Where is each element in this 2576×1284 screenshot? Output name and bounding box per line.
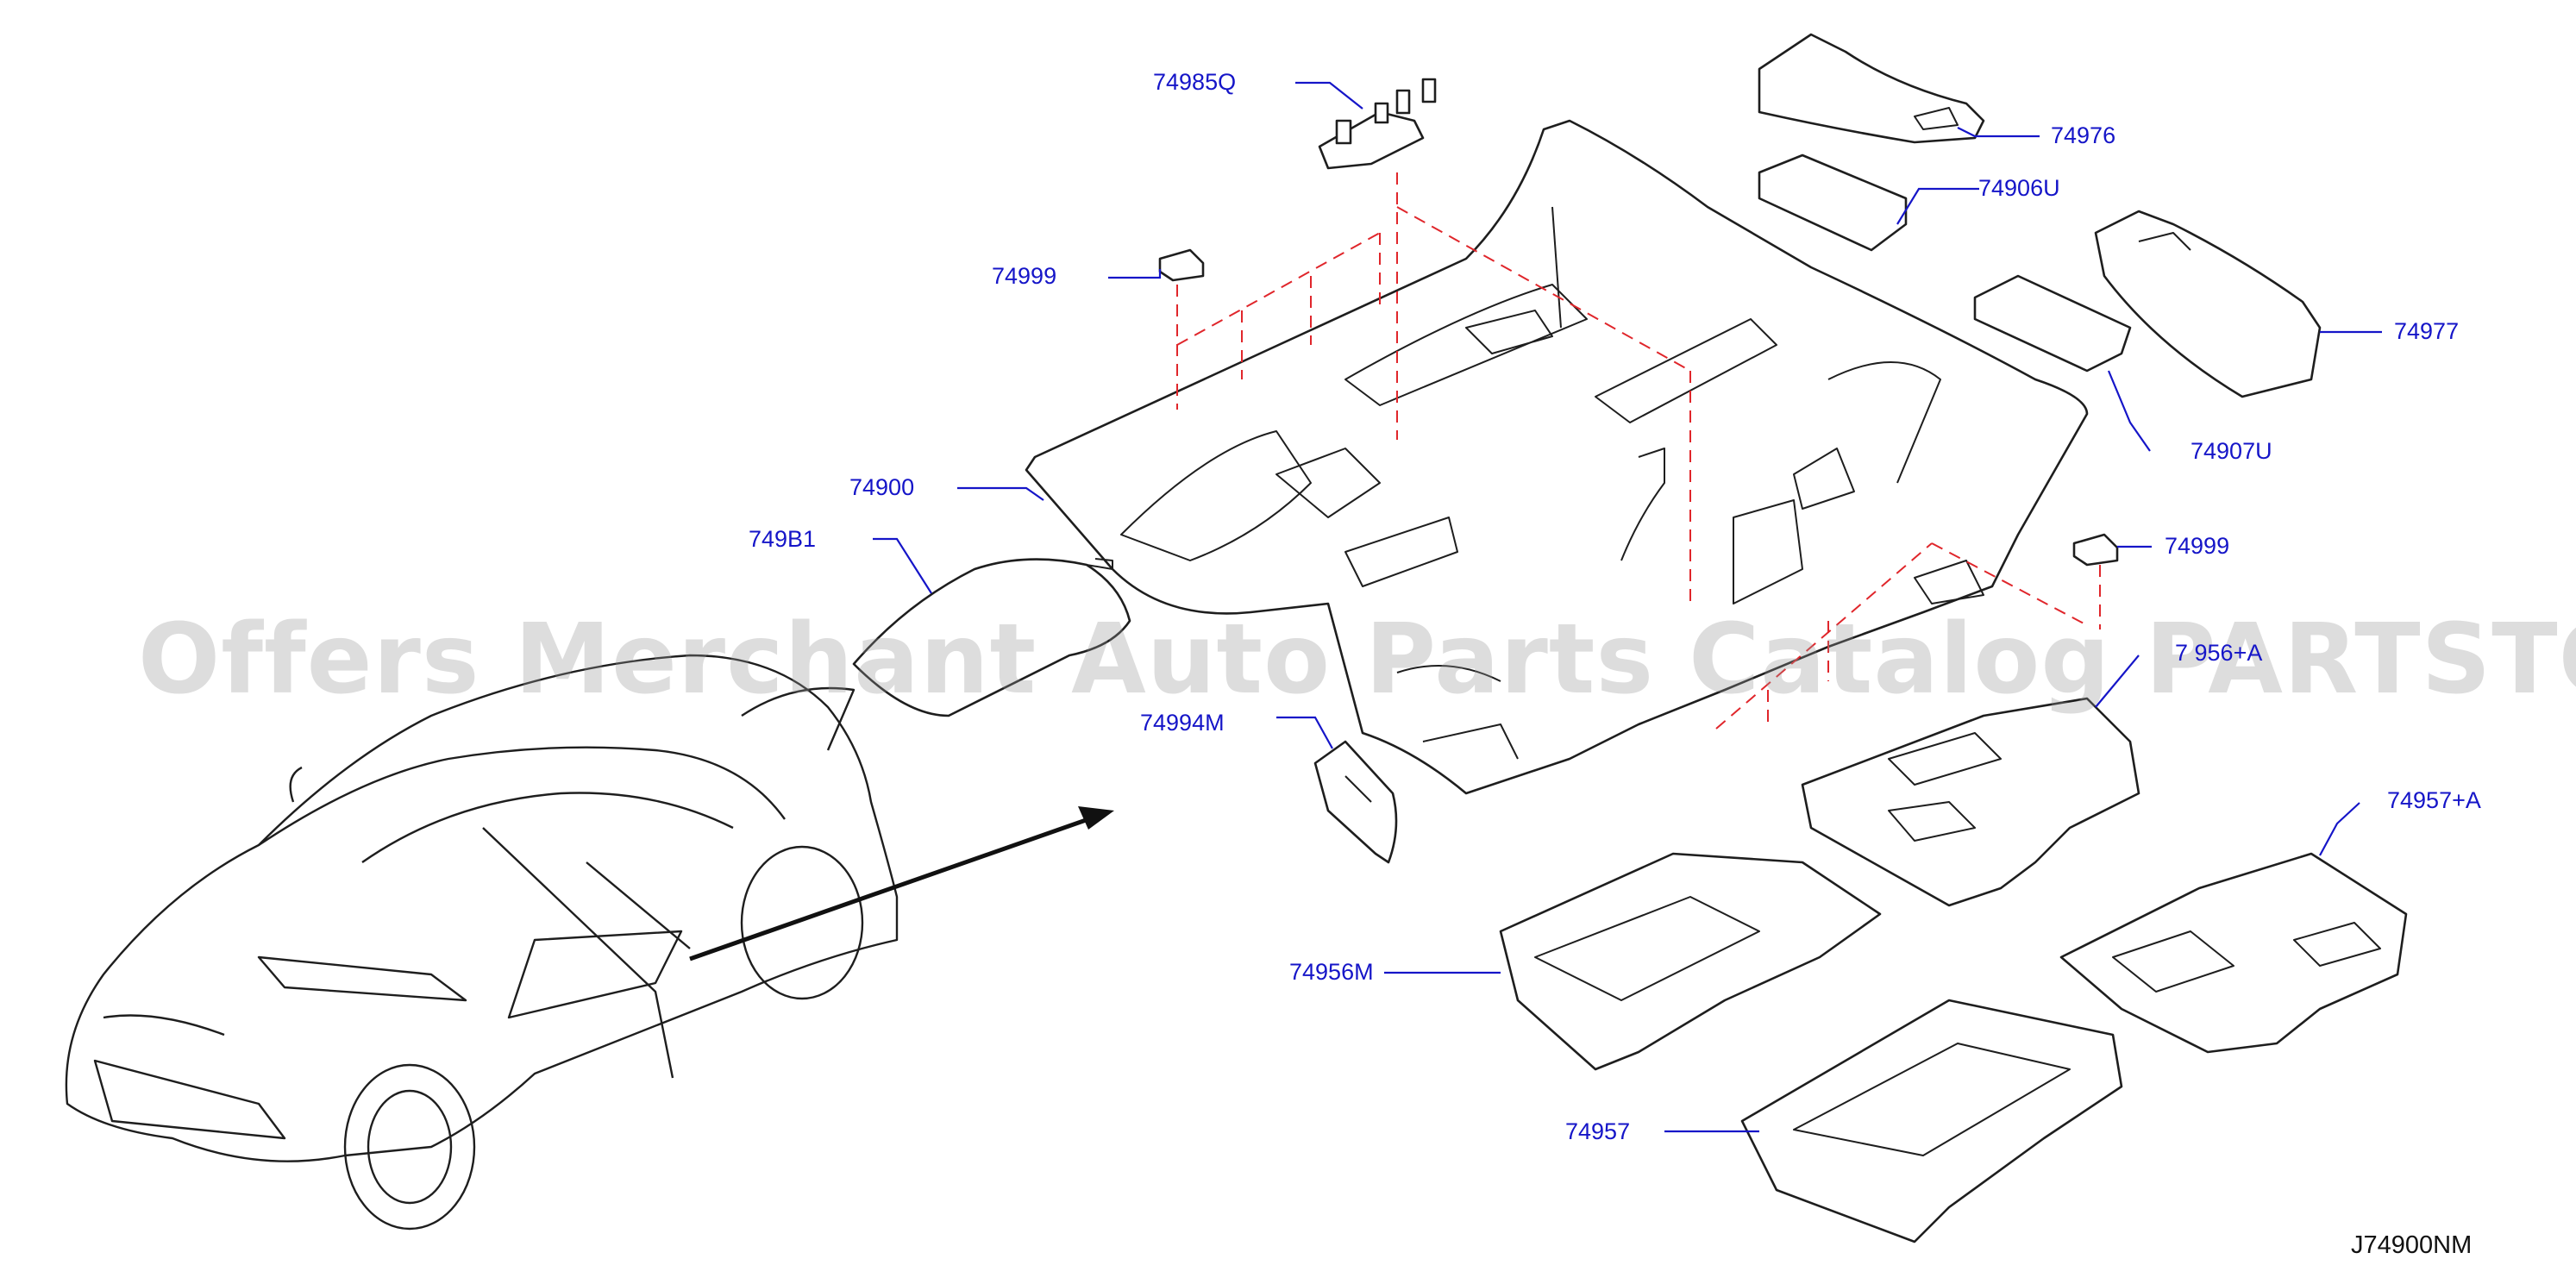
mat-74957A [2059,852,2408,1054]
car-illustration [65,654,899,1231]
direction-arrow [689,806,1114,961]
label-74956A[interactable]: 7 956+A [2175,640,2263,666]
label-74985Q[interactable]: 74985Q [1153,69,1237,95]
pad-749B1 [852,558,1131,717]
insulator-74907U [1973,274,2132,373]
label-74994M[interactable]: 74994M [1140,710,1225,736]
label-74999-upper[interactable]: 74999 [992,263,1057,289]
label-74900[interactable]: 74900 [849,474,915,500]
label-74957[interactable]: 74957 [1565,1118,1631,1144]
label-74907U[interactable]: 74907U [2191,438,2272,464]
label-74977[interactable]: 74977 [2394,318,2460,344]
mat-74957 [1740,999,2123,1243]
insulator-74976 [1758,33,1985,144]
label-74976[interactable]: 74976 [2051,122,2116,148]
bracket-74994M [1313,740,1398,864]
insulator-74977 [2094,210,2322,398]
clip-74985Q [1318,78,1437,170]
assembly-lines [1176,172,2101,730]
floor-carpet-74900 [1025,119,2089,795]
clip-74999-upper [1158,248,1205,282]
clip-74999-right [2072,533,2119,567]
diagram-code: J74900NM [2351,1231,2473,1259]
label-74956M[interactable]: 74956M [1289,959,1374,985]
label-74957A[interactable]: 74957+A [2387,787,2481,813]
mat-74956M [1499,852,1882,1071]
label-749B1[interactable]: 749B1 [749,526,817,552]
leader-lines [873,81,2382,1133]
watermark-text: Offers Merchant Auto Parts Catalog PARTS… [138,604,2576,716]
mat-74956A [1801,697,2140,907]
insulator-74906U [1758,153,1908,252]
label-74999-right[interactable]: 74999 [2165,533,2230,559]
label-74906U[interactable]: 74906U [1978,175,2060,201]
